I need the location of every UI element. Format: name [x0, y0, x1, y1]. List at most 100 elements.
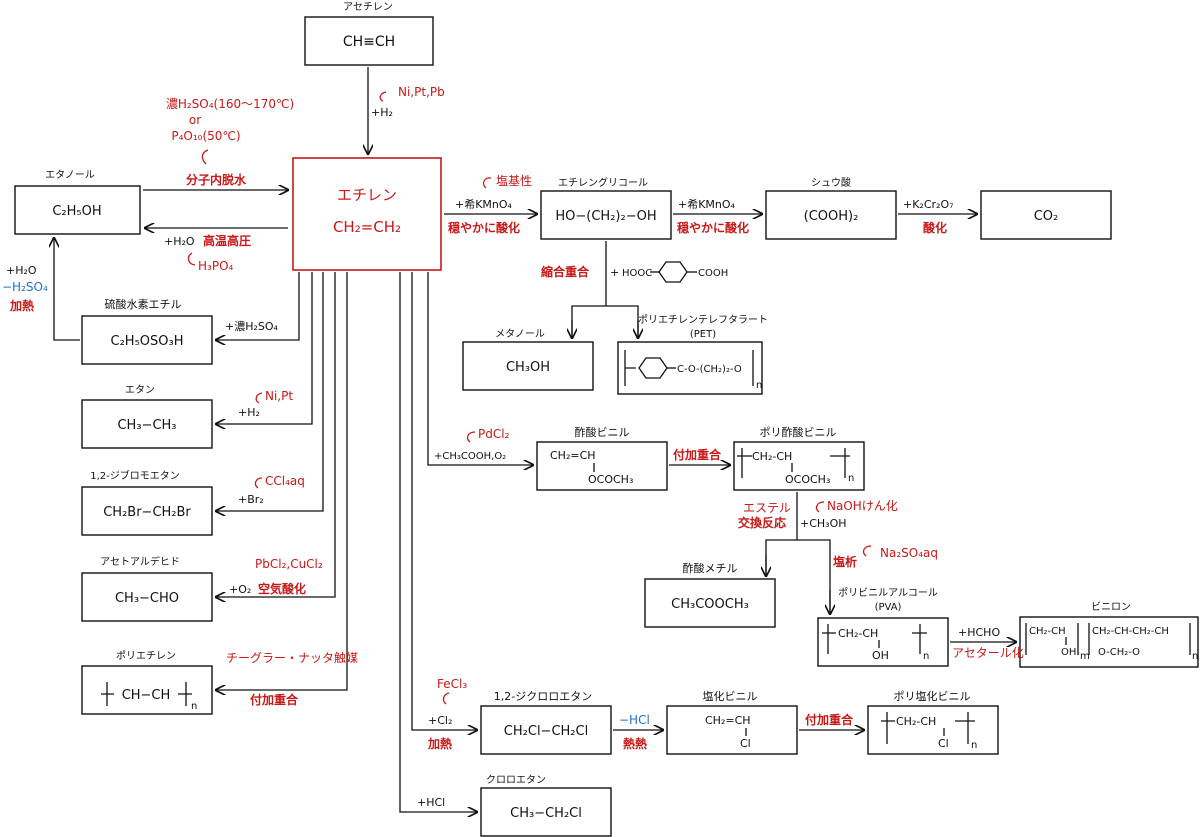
methanol-box	[462, 341, 594, 391]
pva-line2: OH	[872, 649, 889, 662]
to-dibromoethane-catalyst: CCl₄aq	[265, 474, 305, 488]
pvac-n: n	[848, 473, 854, 484]
sulfate-ethanol-reagent: +H₂O	[6, 264, 37, 277]
to-vinyl-acetate-hook	[466, 431, 476, 443]
pvac-split-hook	[815, 501, 825, 513]
pvac-split-label2: 交換反応	[738, 515, 786, 530]
sulfate-ethanol-removed: −H₂SO₄	[2, 280, 48, 294]
to-pva-catalyst: Na₂SO₄aq	[880, 546, 938, 560]
vinylon-m: m	[1080, 651, 1090, 662]
to-chloroethane-reagent: +HCl	[417, 796, 445, 809]
dibromoethane-box	[81, 486, 213, 536]
pvc-line1: CH₂-CH	[896, 715, 936, 728]
sulfate-formula: C₂H₅OSO₃H	[111, 334, 184, 349]
arrow-to-vinyl-acetate	[427, 272, 533, 465]
pva-brackets	[822, 624, 927, 654]
to-acetaldehyde-label: 空気酸化	[258, 581, 306, 596]
dehydration-line3: P₄O₁₀(50℃)	[171, 129, 240, 143]
to-glycol-reagent: +希KMnO₄	[455, 197, 513, 211]
vinyl-acetate-line2: OCOCH₃	[588, 473, 633, 486]
pva-label: ポリビニルアルコール	[838, 587, 938, 599]
methyl-acetate-formula: CH₃COOCH₃	[671, 597, 749, 612]
vinylon-label: ビニロン	[1091, 601, 1131, 613]
oxalic-formula: (COOH)₂	[804, 209, 859, 224]
to-dichloroethane-reagent: +Cl₂	[428, 714, 452, 727]
oxalic-box	[765, 190, 897, 240]
hydration-catalyst: H₃PO₄	[198, 259, 234, 273]
to-pet-reagent: +	[610, 266, 619, 279]
pvc-brackets	[881, 712, 975, 744]
arrow-to-chloroethane	[399, 272, 477, 812]
dehydration-hook	[201, 149, 209, 165]
pvac-brackets	[737, 448, 850, 478]
chloroethane-box	[480, 787, 612, 837]
vinylon-line2: OH	[1061, 647, 1076, 658]
pvac-box	[733, 441, 865, 491]
pvc-label: ポリ塩化ビニル	[894, 689, 971, 703]
to-oxalic-label: 穏やかに酸化	[677, 220, 749, 235]
acetylene-label: アセチレン	[343, 1, 393, 13]
vinylon-line1b: CH₂-CH-CH₂-CH	[1092, 626, 1169, 637]
hydration-hook	[187, 252, 196, 266]
arrow-to-ethane	[216, 272, 313, 424]
pva-label2: (PVA)	[875, 602, 902, 613]
pet-n: n	[756, 380, 762, 391]
ethanol-box	[14, 185, 141, 235]
pet-label: ポリエチレンテレフタラート	[638, 314, 768, 326]
dibromoethane-formula: CH₂Br−CH₂Br	[103, 505, 191, 520]
dichloroethane-box	[480, 705, 612, 755]
methanol-formula: CH₃OH	[506, 360, 550, 375]
to-polyethylene-catalyst: チーグラー・ナッタ触媒	[226, 651, 358, 665]
to-dichloroethane-hook	[442, 692, 450, 705]
arrow-to-polyethylene	[216, 272, 348, 690]
pvac-split-catalyst: NaOHけん化	[827, 499, 898, 513]
to-pvac-label: 付加重合	[673, 447, 722, 462]
to-vinyl-chloride-condition: 熱熱	[623, 736, 647, 751]
to-pet-label: 縮合重合	[541, 264, 590, 279]
to-co2-label: 酸化	[923, 220, 947, 235]
sulfate-label: 硫酸水素エチル	[105, 297, 182, 311]
to-pet-acid-right: COOH	[698, 268, 728, 279]
to-pva-hook	[862, 545, 872, 557]
sulfate-box	[81, 315, 213, 365]
to-glycol-label: 穏やかに酸化	[448, 220, 520, 235]
ethanol-label: エタノール	[45, 169, 95, 181]
vinyl-acetate-label: 酢酸ビニル	[575, 425, 630, 439]
hydration-condition: 高温高圧	[203, 233, 251, 248]
pet-box	[617, 341, 763, 395]
pvac-split-reagent: +CH₃OH	[800, 517, 847, 530]
dehydration-label: 分子内脱水	[186, 172, 247, 187]
to-glycol-condition: 塩基性	[496, 173, 532, 188]
to-dichloroethane-catalyst: FeCl₃	[437, 677, 467, 691]
to-oxalic-reagent: +希KMnO₄	[678, 197, 736, 211]
vinyl-chloride-line1: CH₂=CH	[705, 714, 751, 727]
arrow-to-sulfate	[216, 272, 300, 340]
methanol-label: メタノール	[495, 328, 545, 340]
acetylene-box	[304, 16, 434, 66]
vinylon-n: n	[1192, 651, 1198, 662]
glycol-formula: HO−(CH₂)₂−OH	[555, 209, 656, 224]
acetaldehyde-label: アセトアルデヒド	[100, 555, 180, 568]
vinylon-line2b: O-CH₂-O	[1098, 647, 1140, 658]
dehydration-line1: 濃H₂SO₄(160〜170℃)	[166, 97, 294, 111]
pet-label2: (PET)	[690, 329, 716, 340]
methyl-acetate-label: 酢酸メチル	[683, 561, 738, 575]
pet-benzene-ring	[638, 357, 668, 379]
to-dibromoethane-reagent: +Br₂	[238, 493, 264, 506]
dichloroethane-label: 1,2-ジクロロエタン	[494, 690, 592, 703]
pvac-line2: OCOCH₃	[785, 473, 830, 486]
vinylon-line1: CH₂-CH	[1029, 626, 1066, 637]
vinyl-acetate-box	[536, 441, 668, 491]
pvc-n: n	[971, 740, 977, 751]
vinyl-chloride-label: 塩化ビニル	[703, 689, 758, 703]
hydration-reagent: +H₂O	[164, 235, 195, 248]
to-pet-acid-ring	[658, 261, 688, 283]
acetaldehyde-box	[81, 572, 213, 622]
pva-box	[817, 617, 949, 667]
to-vinyl-acetate-catalyst: PdCl₂	[478, 427, 510, 441]
pvc-line2: Cl	[938, 737, 949, 750]
ethylene-formula: CH₂=CH₂	[333, 218, 401, 236]
acetylene-catalyst: Ni,Pt,Pb	[398, 85, 445, 99]
arrow-to-acetaldehyde	[216, 272, 336, 597]
oxalic-label: シュウ酸	[811, 176, 851, 189]
